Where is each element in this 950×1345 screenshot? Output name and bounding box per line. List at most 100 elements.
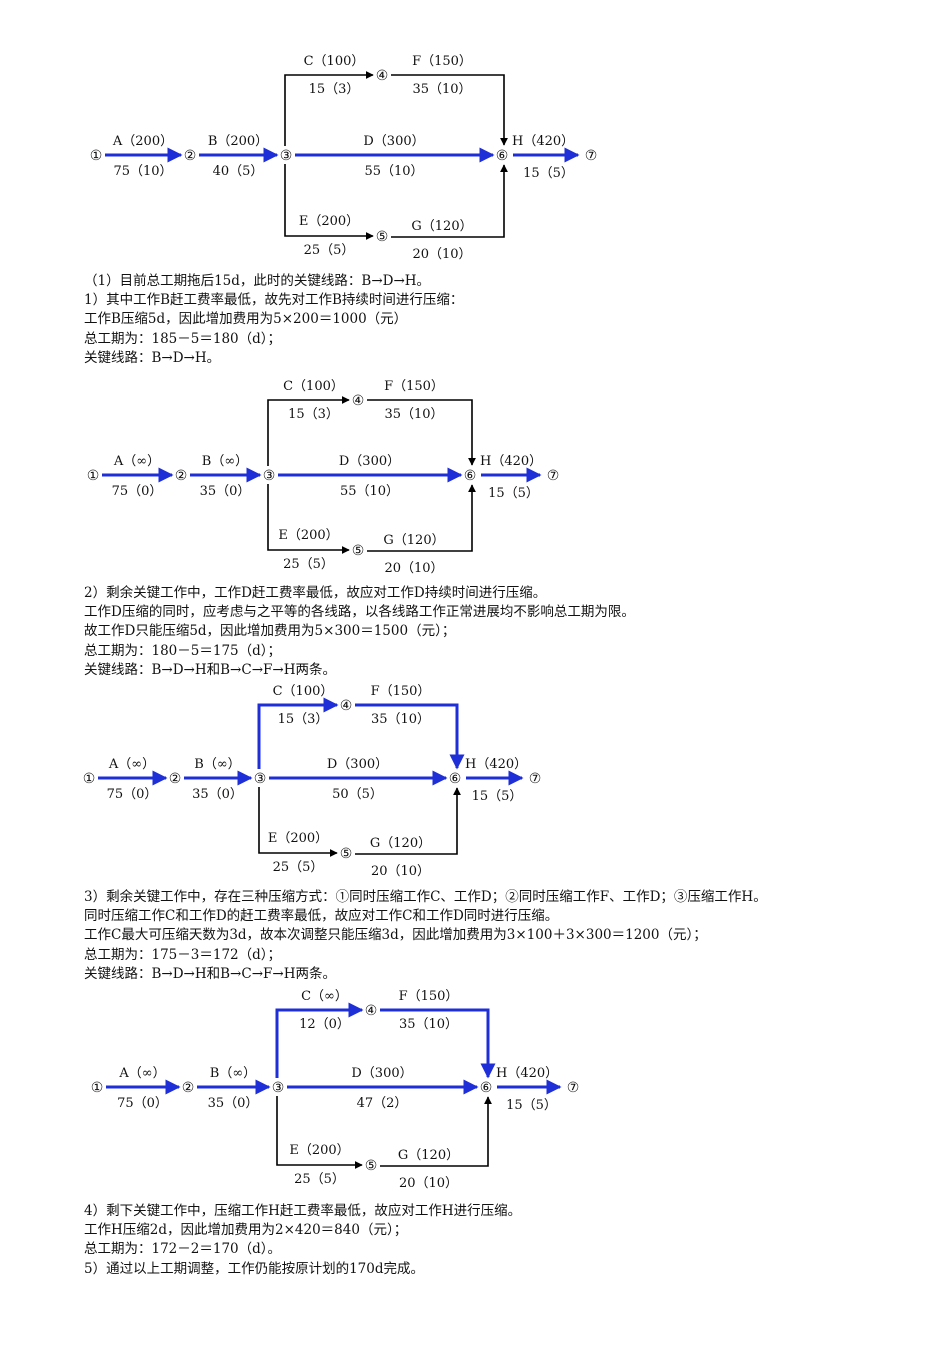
label-B-top: B（200） xyxy=(208,134,268,149)
text-line: 总工期为：175－3＝172（d）； xyxy=(84,946,282,963)
node-7: ⑦ xyxy=(585,148,598,164)
node-4: ④ xyxy=(376,68,389,84)
label-E-bot: 25（5） xyxy=(273,860,324,875)
arrow-C xyxy=(257,697,339,769)
arrow-C xyxy=(267,396,350,466)
label-C-bot: 15（3） xyxy=(309,82,360,97)
arrow-E xyxy=(258,787,338,857)
arrow-E xyxy=(267,484,350,554)
label-B-bot: 35（0） xyxy=(200,484,251,499)
text-line: 工作C最大可压缩天数为3d，故本次调整只能压缩3d，因此增加费用为3×100＋3… xyxy=(84,927,707,944)
label-F-top: F（150） xyxy=(384,379,444,394)
text-line: 总工期为：172－2＝170（d）。 xyxy=(84,1241,282,1258)
label-H-top: H（420） xyxy=(512,134,574,149)
arrow-G xyxy=(391,164,508,238)
label-A-bot: 75（0） xyxy=(117,1096,168,1111)
node-6: ⑥ xyxy=(480,1080,493,1096)
label-E-top: E（200） xyxy=(268,831,328,846)
node-4: ④ xyxy=(352,393,365,409)
node-3: ③ xyxy=(263,468,276,484)
label-B-bot: 35（0） xyxy=(208,1096,259,1111)
label-C-top: C（100） xyxy=(273,684,334,699)
arrow-F xyxy=(380,1008,496,1079)
label-F-top: F（150） xyxy=(371,684,431,699)
label-H-bot: 15（5） xyxy=(523,166,574,181)
node-1: ① xyxy=(91,1080,104,1096)
label-F-top: F（150） xyxy=(412,54,472,69)
arrow-G xyxy=(367,484,476,552)
label-G-bot: 20（10） xyxy=(412,247,471,262)
label-H-bot: 15（5） xyxy=(472,789,523,804)
text-line: （1）目前总工期拖后15d，此时的关键线路：B→D→H。 xyxy=(84,273,431,289)
label-G-bot: 20（10） xyxy=(371,864,430,879)
node-2: ② xyxy=(182,1080,195,1096)
text-line: 2）剩余关键工作中，工作D赶工费率最低，故应对工作D持续时间进行压缩。 xyxy=(84,585,547,601)
label-B-top: B（∞） xyxy=(194,757,240,772)
label-E-top: E（200） xyxy=(278,528,338,543)
label-D-top: D（300） xyxy=(327,757,388,772)
label-G-top: G（120） xyxy=(383,533,444,548)
label-H-bot: 15（5） xyxy=(488,486,539,501)
node-2: ② xyxy=(175,468,188,484)
label-D-top: D（300） xyxy=(351,1066,412,1081)
node-7: ⑦ xyxy=(529,771,542,787)
arrow-F xyxy=(355,703,465,770)
label-A-top: A（∞） xyxy=(108,757,155,772)
node-5: ⑤ xyxy=(365,1158,378,1174)
text-line: 4）剩下关键工作中，压缩工作H赶工费率最低，故应对工作H进行压缩。 xyxy=(84,1203,522,1219)
label-B-top: B（∞） xyxy=(210,1066,256,1081)
label-A-top: A（∞） xyxy=(113,454,160,469)
node-4: ④ xyxy=(340,698,353,714)
node-5: ⑤ xyxy=(376,229,389,245)
node-6: ⑥ xyxy=(464,468,477,484)
arrow-C xyxy=(284,71,374,146)
label-D-top: D（300） xyxy=(339,454,400,469)
label-E-bot: 25（5） xyxy=(283,557,334,572)
text-line: 1）其中工作B赶工费率最低，故先对工作B持续时间进行压缩： xyxy=(84,292,464,309)
arrow-G xyxy=(355,787,461,855)
arrow-C xyxy=(275,1002,364,1078)
node-5: ⑤ xyxy=(352,543,365,559)
node-1: ① xyxy=(87,468,100,484)
node-7: ⑦ xyxy=(567,1080,580,1096)
label-C-top: C（100） xyxy=(304,54,365,69)
label-D-bot: 55（10） xyxy=(340,484,399,499)
label-E-bot: 25（5） xyxy=(304,243,355,258)
text-line: 关键线路：B→D→H和B→C→F→H两条。 xyxy=(84,661,336,678)
text-line: 总工期为：185－5＝180（d）； xyxy=(84,330,282,347)
paragraph-step-1: （1）目前总工期拖后15d，此时的关键线路：B→D→H。 1）其中工作B赶工费率… xyxy=(84,272,924,368)
node-6: ⑥ xyxy=(496,148,509,164)
label-G-top: G（120） xyxy=(370,836,431,851)
arrow-F xyxy=(391,74,508,146)
label-B-top: B（∞） xyxy=(202,454,248,469)
text-line: 5）通过以上工期调整，工作仍能按原计划的170d完成。 xyxy=(84,1260,424,1277)
arrow-E xyxy=(284,164,374,240)
node-7: ⑦ xyxy=(547,468,560,484)
node-1: ① xyxy=(90,148,103,164)
node-2: ② xyxy=(169,771,182,787)
node-3: ③ xyxy=(280,148,293,164)
label-H-top: H（420） xyxy=(480,454,542,469)
node-6: ⑥ xyxy=(449,771,462,787)
arrow-G xyxy=(380,1096,492,1167)
label-G-top: G（120） xyxy=(411,219,472,234)
node-4: ④ xyxy=(365,1003,378,1019)
text-line: 同时压缩工作C和工作D的赶工费率最低，故应对工作C和工作D同时进行压缩。 xyxy=(84,908,559,925)
label-D-bot: 50（5） xyxy=(332,787,383,802)
label-F-bot: 35（10） xyxy=(399,1017,458,1032)
label-F-bot: 35（10） xyxy=(371,712,430,727)
label-F-top: F（150） xyxy=(399,989,459,1004)
paragraph-step-2: 2）剩余关键工作中，工作D赶工费率最低，故应对工作D持续时间进行压缩。 工作D压… xyxy=(84,584,924,680)
label-G-bot: 20（10） xyxy=(384,561,443,576)
node-5: ⑤ xyxy=(340,846,353,862)
label-A-bot: 75（0） xyxy=(112,484,163,499)
label-E-top: E（200） xyxy=(289,1143,349,1158)
text-line: 3）剩余关键工作中，存在三种压缩方式：①同时压缩工作C、工作D；②同时压缩工作F… xyxy=(84,889,767,905)
label-C-bot: 15（3） xyxy=(288,407,339,422)
label-C-top: C（∞） xyxy=(301,989,348,1004)
